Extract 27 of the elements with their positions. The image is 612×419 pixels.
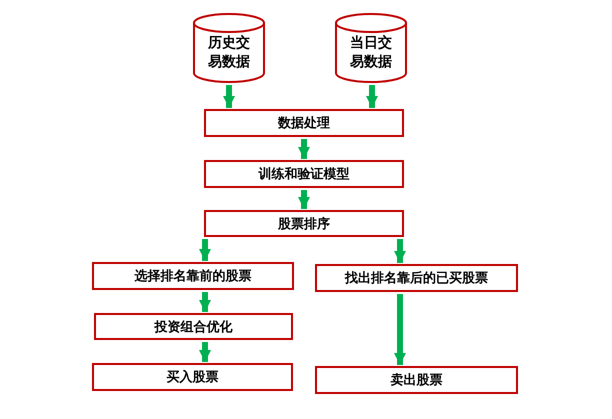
- process-box: [92, 363, 293, 391]
- arrow: [298, 139, 310, 159]
- step-label: 卖出股票: [390, 372, 442, 389]
- step-label: 投资组合优化: [154, 318, 232, 336]
- database-label: 历史交易数据: [208, 34, 250, 72]
- process-box: [315, 366, 518, 394]
- step-label: 股票排序: [278, 216, 330, 232]
- arrow: [366, 85, 378, 108]
- arrow: [199, 239, 211, 261]
- step-label: 训练和验证模型: [258, 166, 350, 183]
- process-box: [315, 264, 518, 292]
- step-label: 选择排名靠前的股票: [134, 268, 252, 285]
- database-label: 当日交易数据: [350, 34, 392, 72]
- arrow: [394, 294, 406, 365]
- process-box: [92, 262, 294, 290]
- process-box: [204, 109, 404, 137]
- process-box: [204, 160, 404, 188]
- arrow: [298, 190, 310, 209]
- arrow: [394, 239, 406, 263]
- step-label: 找出排名靠后的已买股票: [345, 270, 488, 287]
- arrow: [223, 85, 235, 108]
- step-label: 买入股票: [166, 368, 218, 386]
- arrow: [199, 342, 211, 362]
- process-box: [94, 313, 293, 340]
- arrow: [199, 292, 211, 312]
- process-box: [204, 210, 404, 237]
- step-label: 数据处理: [278, 115, 330, 132]
